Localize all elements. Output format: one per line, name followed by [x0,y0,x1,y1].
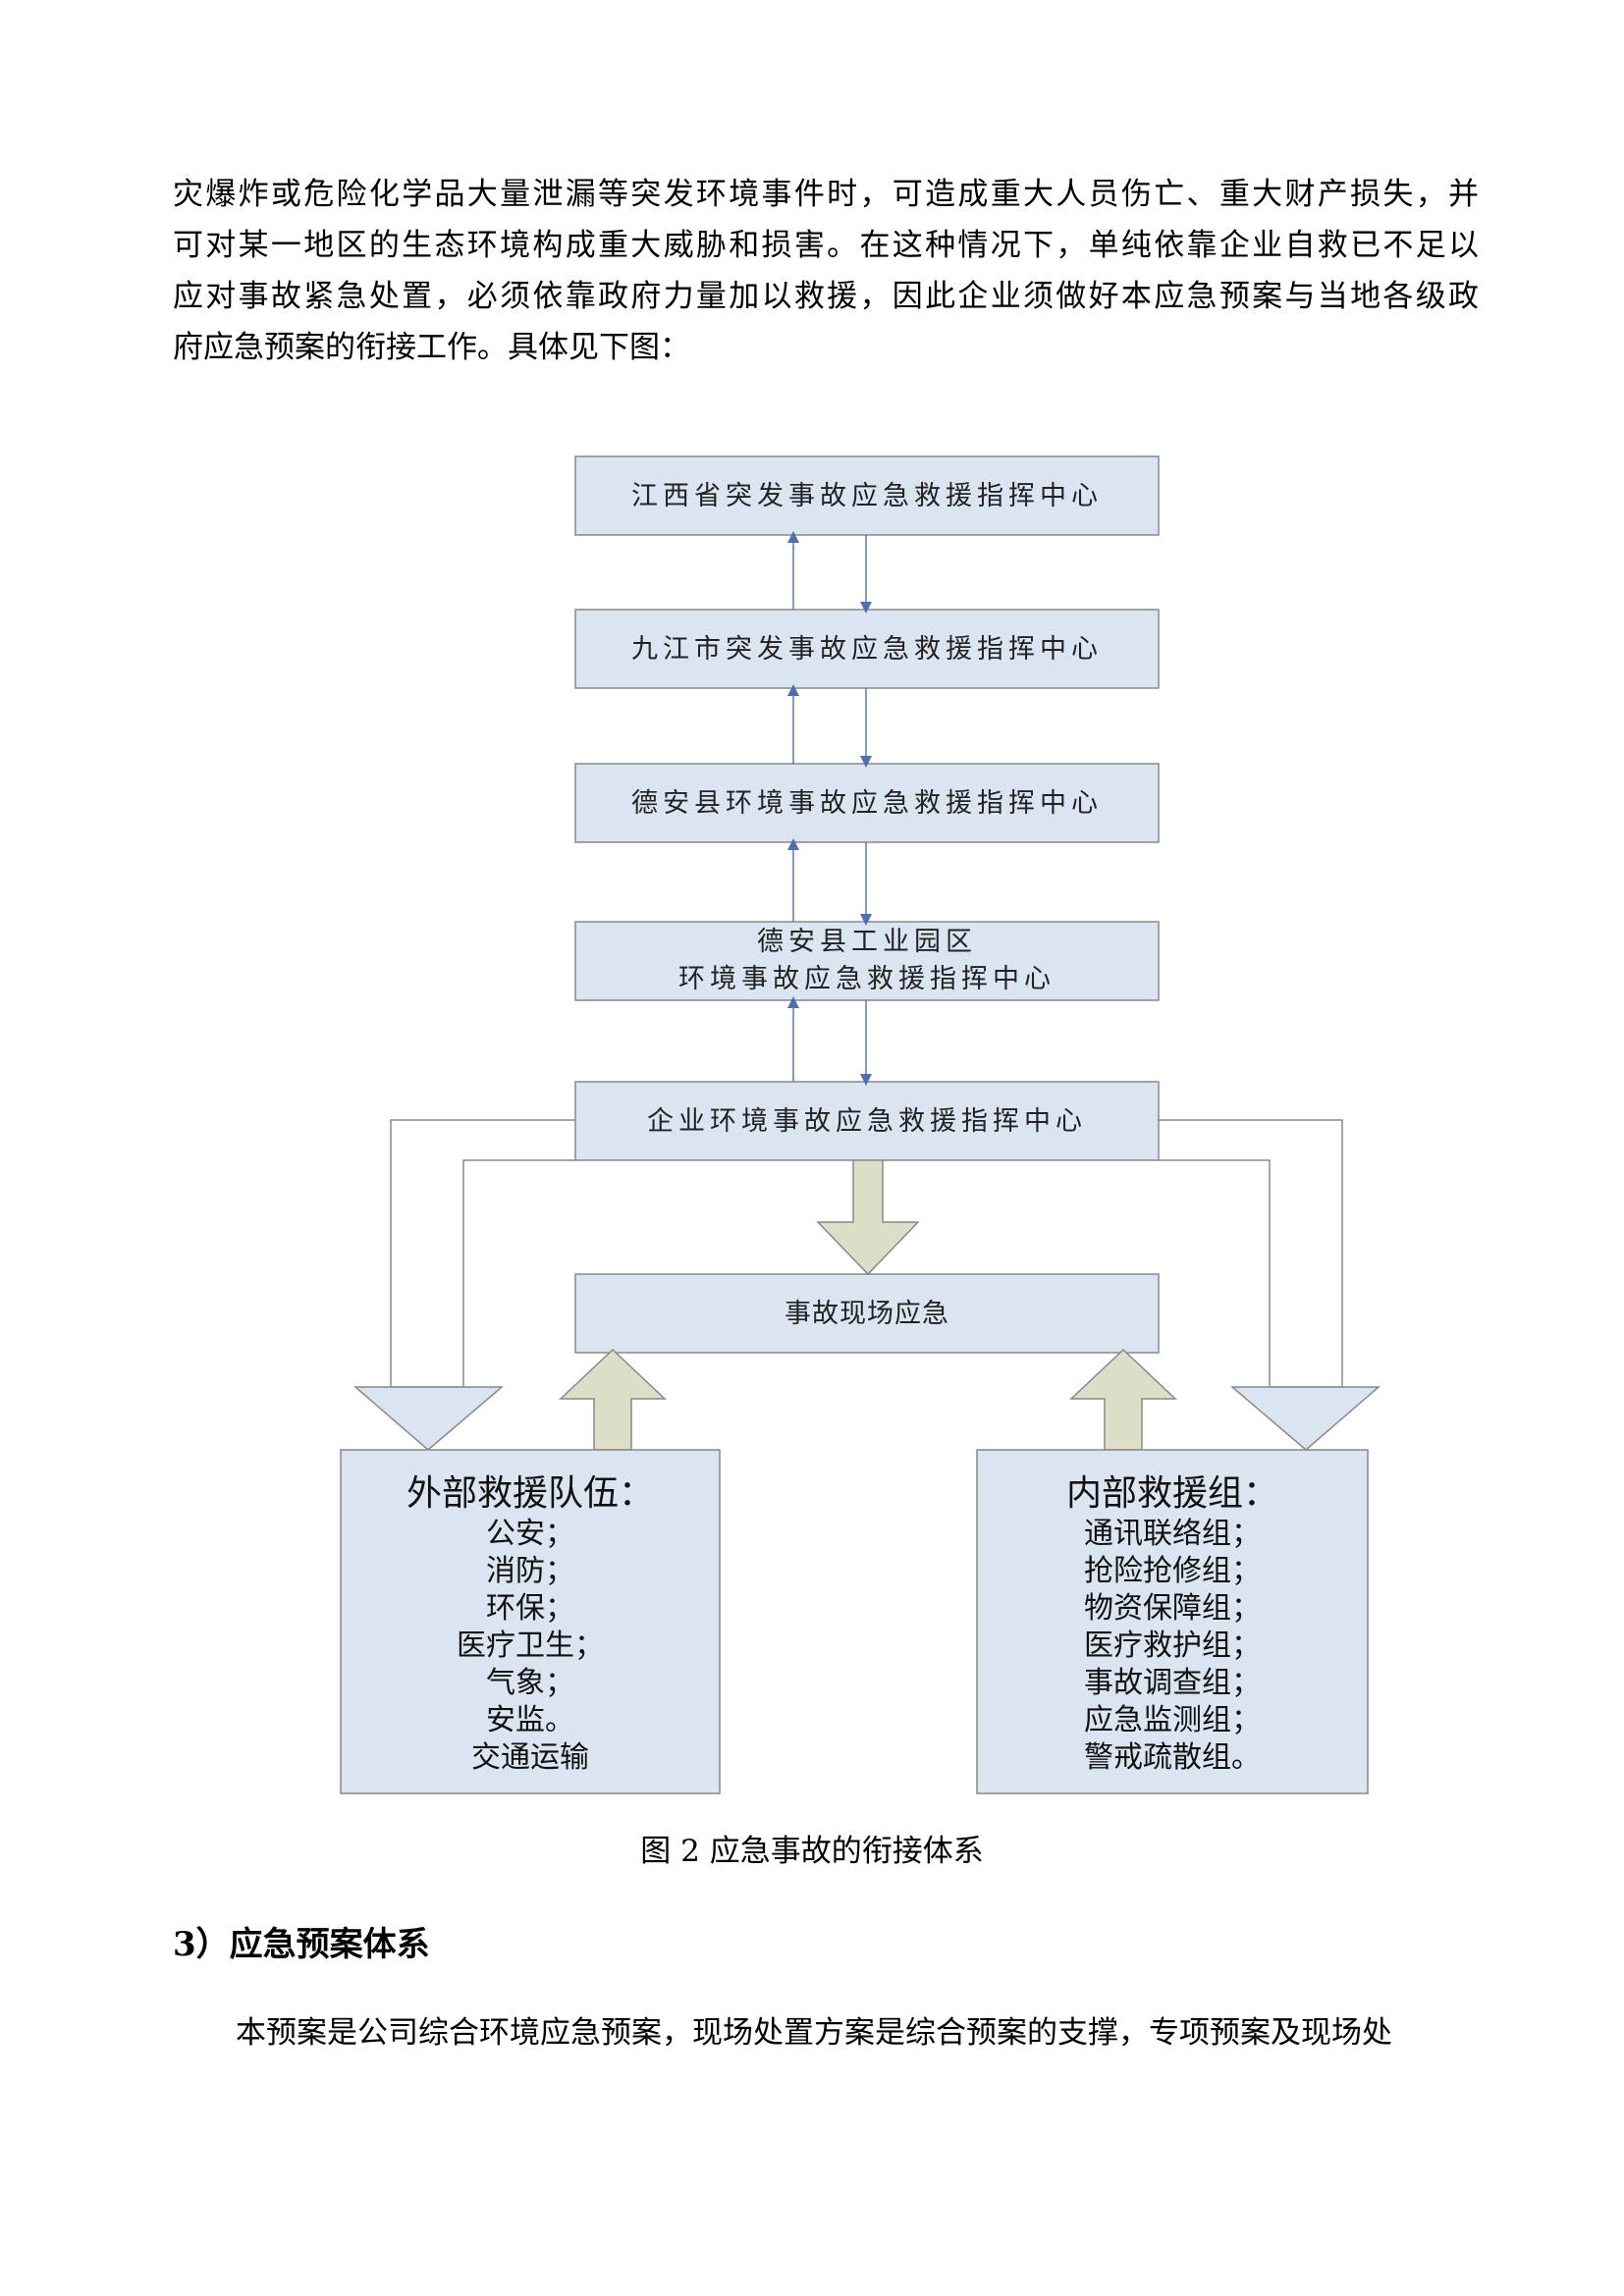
level-label: 环境事故应急救援指挥中心 [678,964,1056,994]
level-label: 德安县环境事故应急救援指挥中心 [631,788,1103,819]
level-label: 九江市突发事故应急救援指挥中心 [631,634,1103,665]
level-label: 德安县工业园区 [757,927,977,957]
internal-item: 物资保障组； [1084,1591,1261,1626]
external-item: 消防； [486,1554,574,1588]
level-label: 江西省突发事故应急救援指挥中心 [631,481,1103,511]
section-heading: 3）应急预案体系 [173,1925,430,1964]
external-title: 外部救援队伍： [406,1473,654,1514]
connector-left [390,1119,575,1388]
external-item: 安监。 [486,1703,574,1737]
figure-caption: 图 2 应急事故的衔接体系 [640,1834,984,1869]
intro-line: 可对某一地区的生态环境构成重大威胁和损害。在这种情况下，单纯依靠企业自救已不足以 [173,228,1479,263]
internal-rescue-box [976,1449,1369,1794]
connector-right [1159,1119,1343,1388]
big-arrow-down [816,1159,920,1276]
scene-box [574,1273,1160,1354]
body-paragraph: 本预案是公司综合环境应急预案，现场处置方案是综合预案的支撑，专项预案及现场处 [236,2015,1392,2051]
internal-item: 医疗救护组； [1084,1629,1261,1663]
external-item: 医疗卫生； [457,1629,604,1663]
triangle-right [1229,1386,1381,1451]
external-item: 环保； [486,1591,574,1626]
intro-line: 应对事故紧急处置，必须依靠政府力量加以救援，因此企业须做好本应急预案与当地各级政 [173,279,1479,314]
external-rescue-box [340,1449,721,1794]
scene-label: 事故现场应急 [785,1299,949,1329]
level-box-province [574,455,1160,536]
intro-line: 府应急预案的衔接工作。具体见下图： [173,330,690,365]
external-item: 公安； [486,1517,574,1551]
internal-item: 应急监测组； [1084,1703,1261,1737]
level-label: 企业环境事故应急救援指挥中心 [647,1106,1087,1137]
external-item: 气象； [486,1666,574,1700]
triangle-left [352,1386,505,1451]
intro-line: 灾爆炸或危险化学品大量泄漏等突发环境事件时，可造成重大人员伤亡、重大财产损失，并 [173,177,1479,212]
internal-item: 警戒疏散组。 [1084,1740,1261,1775]
internal-item: 通讯联络组； [1084,1517,1261,1551]
internal-title: 内部救援组： [1066,1473,1278,1514]
internal-item: 抢险抢修组； [1084,1554,1261,1588]
intro-paragraph: 灾爆炸或危险化学品大量泄漏等突发环境事件时，可造成重大人员伤亡、重大财产损失，并… [173,169,1479,373]
level-box-city [574,609,1160,689]
big-arrow-up-left [559,1348,667,1451]
external-item: 交通运输 [471,1740,589,1775]
internal-item: 事故调查组； [1084,1666,1261,1700]
big-arrow-up-right [1069,1348,1177,1451]
